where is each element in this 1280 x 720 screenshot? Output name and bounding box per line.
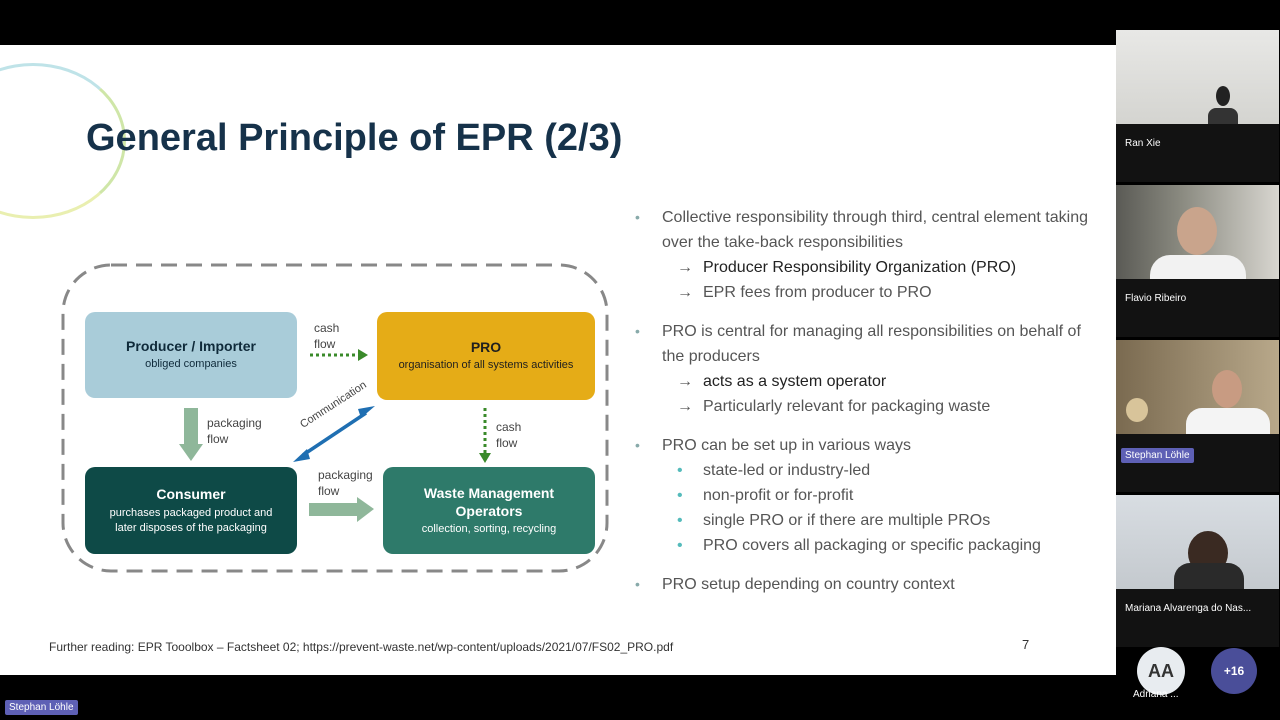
- page-number: 7: [1022, 637, 1030, 652]
- participant-avatar[interactable]: AA: [1137, 647, 1185, 695]
- bullet-list: • Collective responsibility through thir…: [635, 205, 1095, 611]
- participant-name: Flavio Ribeiro: [1125, 293, 1187, 304]
- producer-title: Producer / Importer: [126, 338, 256, 354]
- bullet-text: PRO is central for managing all responsi…: [662, 323, 1081, 365]
- avatar-name: Adriana ...: [1133, 689, 1179, 700]
- participant-tile[interactable]: Flavio Ribeiro: [1116, 185, 1279, 337]
- presenter-name-label: Stephan Löhle: [5, 700, 78, 715]
- participant-video: [1116, 495, 1279, 589]
- producer-subtitle: obliged companies: [145, 358, 237, 370]
- participant-video: [1116, 340, 1279, 434]
- waste-title-line2: Operators: [455, 502, 523, 519]
- epr-diagram: Producer / Importer obliged companies PR…: [0, 45, 640, 675]
- bullet-item: • PRO can be set up in various ways • sta…: [635, 433, 1095, 558]
- consumer-subtitle-line1: purchases packaged product and: [109, 506, 273, 519]
- waste-title-line1: Waste Management: [423, 484, 555, 501]
- bullet-dot-icon: •: [635, 323, 640, 339]
- slide-title: General Principle of EPR (2/3): [86, 117, 623, 159]
- bullet-dot-icon: •: [635, 437, 640, 453]
- participant-name: Mariana Alvarenga do Nas...: [1125, 603, 1252, 614]
- bullet-dot-icon: •: [635, 576, 640, 592]
- participant-tile[interactable]: Mariana Alvarenga do Nas...: [1116, 495, 1279, 647]
- sub-bullet-text: Particularly relevant for packaging wast…: [703, 398, 991, 415]
- participant-tile[interactable]: Ran Xie: [1116, 30, 1279, 182]
- sub-bullet-text: Producer Responsibility Organization (PR…: [703, 259, 1017, 276]
- bullet-item: • PRO is central for managing all respon…: [635, 319, 1095, 419]
- sub-bullet-text: non-profit or for-profit: [703, 487, 854, 504]
- producer-importer-box: Producer / Importer obliged companies: [85, 312, 297, 398]
- sub-bullet-text: single PRO or if there are multiple PROs: [703, 512, 991, 529]
- arrow-icon: →: [677, 259, 693, 276]
- waste-management-box: Waste Management Operators collection, s…: [383, 467, 595, 554]
- more-participants-button[interactable]: +16: [1211, 648, 1257, 694]
- arrow-icon: →: [677, 373, 693, 390]
- consumer-subtitle-line2: later disposes of the packaging: [115, 521, 267, 534]
- sub-bullet-text: state-led or industry-led: [703, 462, 871, 479]
- sub-bullet-text: EPR fees from producer to PRO: [703, 284, 932, 301]
- bullet-dot-icon: •: [635, 209, 640, 225]
- sub-dot-icon: •: [677, 462, 683, 479]
- bullet-text: Collective responsibility through third,…: [662, 209, 1088, 251]
- diagram-arrows: [61, 263, 609, 573]
- sub-bullet-text: PRO covers all packaging or specific pac…: [703, 537, 1041, 554]
- participant-tile[interactable]: Stephan Löhle: [1116, 340, 1279, 492]
- pro-box: PRO organisation of all systems activiti…: [377, 312, 595, 400]
- bullet-item: • PRO setup depending on country context: [635, 572, 1095, 597]
- participant-name: Stephan Löhle: [1121, 448, 1194, 463]
- sub-dot-icon: •: [677, 537, 683, 554]
- participant-video: [1116, 30, 1279, 124]
- bullet-text: PRO can be set up in various ways: [662, 437, 912, 454]
- bullet-text: PRO setup depending on country context: [662, 576, 955, 593]
- pro-title: PRO: [470, 339, 502, 355]
- further-reading-footer: Further reading: EPR Tooolbox – Factshee…: [49, 640, 674, 654]
- bullet-item: • Collective responsibility through thir…: [635, 205, 1095, 305]
- pro-subtitle: organisation of all systems activities: [398, 359, 574, 371]
- arrow-icon: →: [677, 398, 693, 415]
- consumer-title: Consumer: [156, 485, 226, 502]
- waste-subtitle: collection, sorting, recycling: [421, 522, 557, 535]
- participant-video: [1116, 185, 1279, 279]
- presentation-slide: General Principle of EPR (2/3) Producer …: [0, 45, 1116, 675]
- arrow-icon: →: [677, 284, 693, 301]
- participant-name: Ran Xie: [1125, 138, 1161, 149]
- consumer-box: Consumer purchases packaged product and …: [85, 467, 297, 554]
- sub-dot-icon: •: [677, 512, 683, 529]
- sub-dot-icon: •: [677, 487, 683, 504]
- sub-bullet-text: acts as a system operator: [703, 373, 887, 390]
